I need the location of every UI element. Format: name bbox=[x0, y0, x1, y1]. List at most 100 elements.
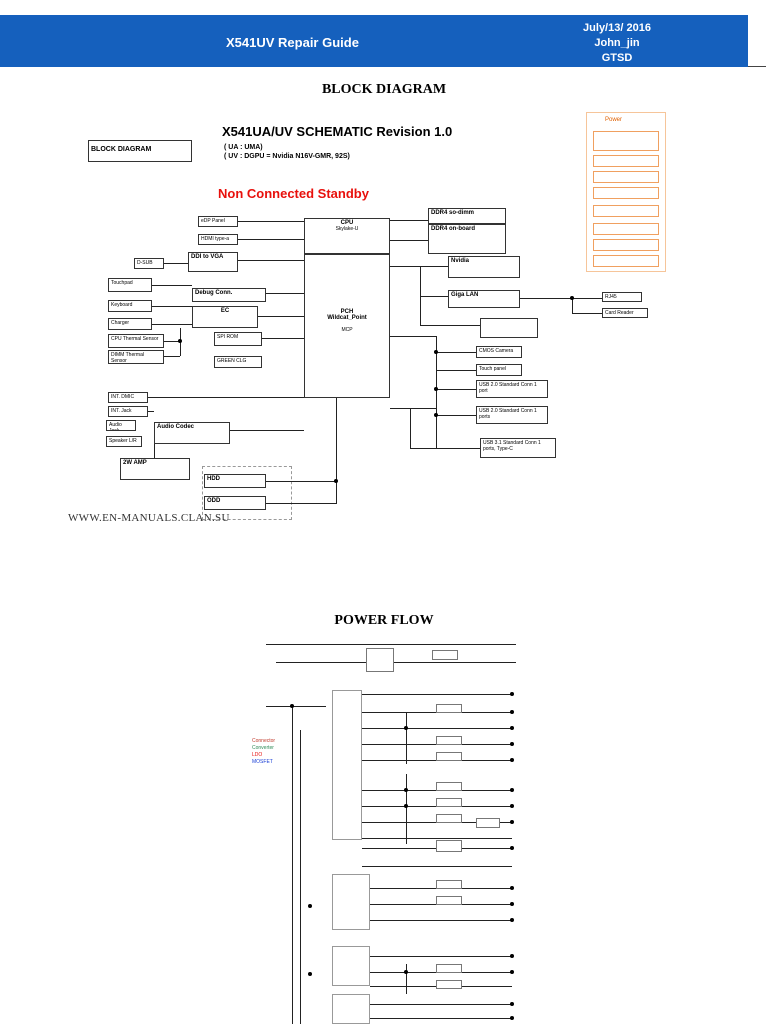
legend-ldo: LDO bbox=[252, 752, 263, 758]
power-item bbox=[593, 131, 659, 151]
output-dot bbox=[510, 918, 514, 922]
wire bbox=[390, 408, 436, 409]
converter-block bbox=[436, 896, 462, 905]
junction-dot bbox=[434, 387, 438, 391]
usb20-b-block: USB 2.0 Standard Conn 1 ports bbox=[476, 406, 548, 424]
power-flow-legend: Connector Converter LDO MOSFET bbox=[252, 738, 275, 766]
converter-block bbox=[366, 648, 394, 672]
power-item bbox=[593, 155, 659, 167]
output-dot bbox=[510, 846, 514, 850]
power-legend: Power bbox=[586, 112, 666, 272]
wlan-block bbox=[480, 318, 538, 338]
pch-sublabel: Wildcat_Point bbox=[327, 315, 367, 321]
controller-block bbox=[332, 994, 370, 1024]
header-dept: GTSD bbox=[601, 52, 633, 64]
power-legend-title: Power bbox=[605, 117, 623, 123]
wire bbox=[520, 298, 602, 299]
junction-dot bbox=[404, 788, 408, 792]
wire bbox=[266, 481, 336, 482]
junction-dot bbox=[434, 413, 438, 417]
pch-label: PCH bbox=[340, 309, 354, 315]
output-dot bbox=[510, 804, 514, 808]
green-clg-block: GREEN CLG bbox=[214, 356, 262, 368]
dimm-thermal-block: DIMM Thermal Sensor bbox=[108, 350, 164, 364]
wire bbox=[436, 415, 476, 416]
rail-wire bbox=[362, 838, 512, 839]
wire bbox=[406, 712, 407, 764]
converter-block bbox=[436, 840, 462, 852]
variant-uv: ( UV : DGPU = Nvidia N16V-GMR, 92S) bbox=[224, 153, 350, 160]
audio-jack-block: Audio Jack bbox=[106, 420, 136, 431]
block-diagram-heading: BLOCK DIAGRAM bbox=[321, 82, 447, 97]
wire bbox=[258, 316, 304, 317]
wire bbox=[154, 444, 155, 458]
ec-block: EC bbox=[192, 306, 258, 328]
wire bbox=[572, 313, 602, 314]
power-item bbox=[593, 223, 659, 235]
odd-block: ODD bbox=[204, 496, 266, 510]
ddr4-onboard-block: DDR4 on-board bbox=[428, 224, 506, 254]
header-date: July/13/ 2016 bbox=[583, 22, 651, 34]
wire bbox=[572, 298, 573, 314]
wire bbox=[390, 240, 428, 241]
header-rule bbox=[748, 66, 766, 67]
touch-panel-block: Touch panel bbox=[476, 364, 522, 376]
edp-block: eDP Panel bbox=[198, 216, 238, 227]
wire bbox=[238, 239, 304, 240]
wire bbox=[406, 964, 407, 994]
converter-block bbox=[436, 798, 462, 807]
cpu-thermal-block: CPU Thermal Sensor bbox=[108, 334, 164, 348]
output-dot bbox=[510, 886, 514, 890]
output-dot bbox=[510, 1016, 514, 1020]
cpu-sublabel: Skylake-U bbox=[335, 226, 359, 232]
wire bbox=[266, 293, 304, 294]
converter-block bbox=[436, 964, 462, 973]
wire bbox=[266, 706, 326, 707]
block-diagram-label-box: BLOCK DIAGRAM bbox=[88, 140, 192, 162]
document-title: X541UV Repair Guide bbox=[226, 35, 359, 50]
speaker-block: Speaker L/R bbox=[106, 436, 142, 447]
wire bbox=[292, 706, 293, 1024]
cpu-label: CPU bbox=[340, 220, 354, 226]
wire bbox=[148, 411, 154, 412]
converter-block bbox=[436, 980, 462, 989]
converter-block bbox=[436, 704, 462, 713]
amp-block: 2W AMP bbox=[120, 458, 190, 480]
rail-wire bbox=[370, 1018, 512, 1019]
usb20-a-block: USB 2.0 Standard Conn 1 port bbox=[476, 380, 548, 398]
rj45-block: RJ45 bbox=[602, 292, 642, 302]
wire bbox=[164, 356, 180, 357]
hdd-block: HDD bbox=[204, 474, 266, 488]
int-dmic-block: INT. DMIC bbox=[108, 392, 148, 403]
mcp-label: MCP bbox=[341, 327, 353, 333]
rail-wire bbox=[370, 1004, 512, 1005]
output-dot bbox=[510, 820, 514, 824]
wire bbox=[276, 662, 516, 663]
output-dot bbox=[510, 1002, 514, 1006]
junction-dot bbox=[308, 972, 312, 976]
converter-block bbox=[436, 736, 462, 745]
wire bbox=[336, 398, 337, 504]
standby-note: Non Connected Standby bbox=[218, 186, 369, 201]
rail-wire bbox=[362, 694, 512, 695]
wire bbox=[390, 220, 428, 221]
junction-dot bbox=[178, 339, 182, 343]
rail-wire bbox=[362, 728, 512, 729]
gigalan-block: Giga LAN bbox=[448, 290, 520, 308]
converter-block bbox=[436, 814, 462, 823]
junction-dot bbox=[434, 350, 438, 354]
wire bbox=[164, 263, 188, 264]
dsub-block: D-SUB bbox=[134, 258, 164, 269]
controller-block bbox=[332, 690, 362, 840]
variant-ua: ( UA : UMA) bbox=[224, 144, 263, 151]
watermark: WWW.EN-MANUALS.CLAN.SU bbox=[68, 512, 230, 524]
output-dot bbox=[510, 726, 514, 730]
wire bbox=[262, 338, 304, 339]
legend-connector: Connector bbox=[252, 738, 276, 744]
wire bbox=[152, 324, 192, 325]
wire bbox=[436, 370, 476, 371]
wire bbox=[420, 296, 448, 297]
legend-converter: Converter bbox=[252, 745, 274, 751]
